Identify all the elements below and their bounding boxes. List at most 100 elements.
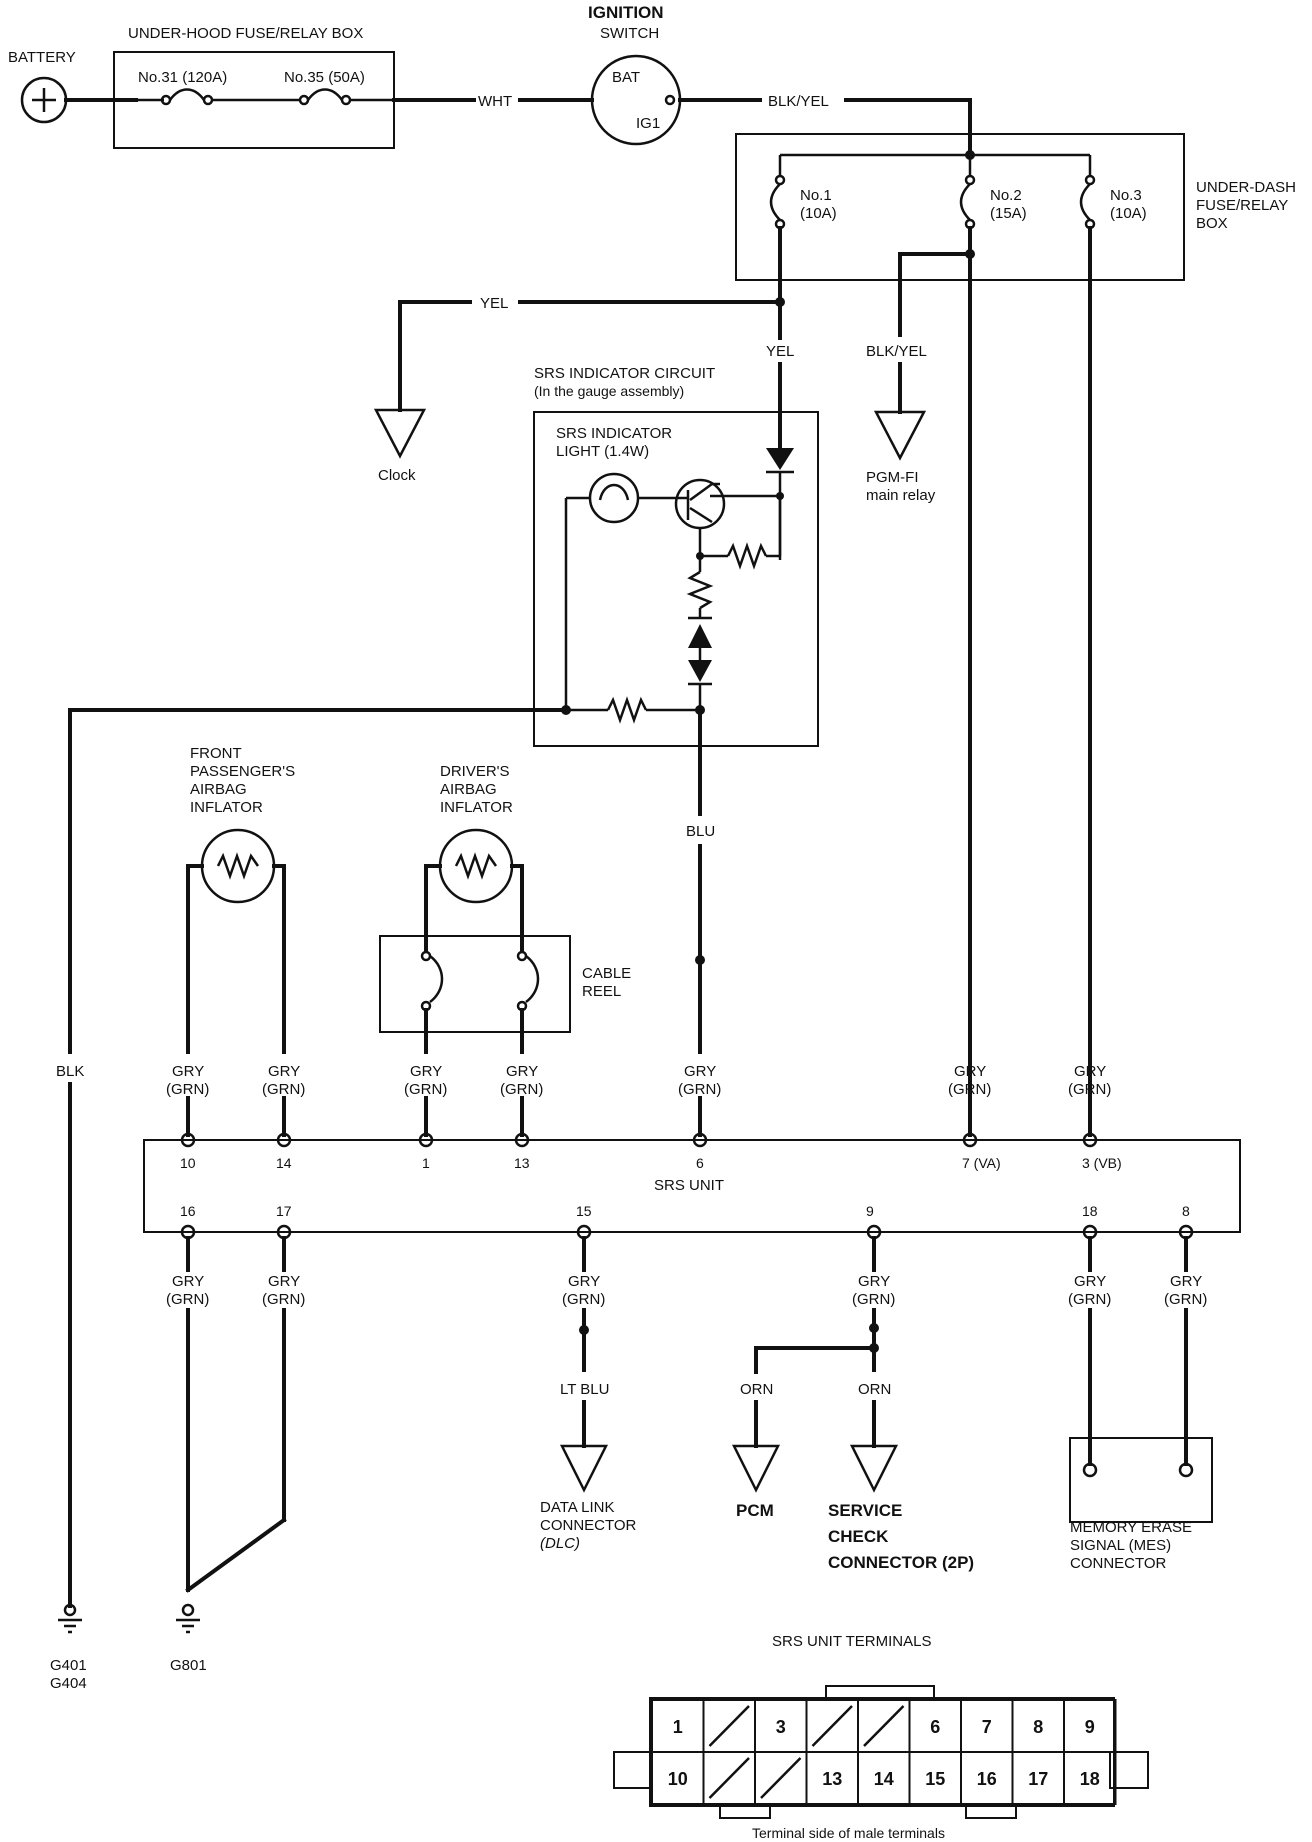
terminal-number: 3 xyxy=(776,1717,786,1737)
resistor-2 xyxy=(686,570,714,610)
terminal-cell xyxy=(1063,1751,1117,1805)
driver-inflator-title-3: INFLATOR xyxy=(440,799,513,816)
indicator-circuit-title-1: SRS INDICATOR CIRCUIT xyxy=(534,365,715,382)
pin-number: 16 xyxy=(180,1203,196,1219)
fuse-no2-rating: (15A) xyxy=(990,205,1027,222)
color-label: GRY xyxy=(172,1273,204,1290)
dlc-terminal-arrow xyxy=(559,1444,609,1493)
clock-terminal-arrow xyxy=(373,408,427,459)
battery-symbol xyxy=(20,76,68,124)
dlc-label-3: (DLC) xyxy=(540,1535,580,1552)
terminal-number: 10 xyxy=(668,1769,688,1789)
color-label: GRY xyxy=(954,1063,986,1080)
mes-label-2: SIGNAL (MES) xyxy=(1070,1537,1171,1554)
under-hood-box-title: UNDER-HOOD FUSE/RELAY BOX xyxy=(128,25,363,42)
unused-terminal-mark xyxy=(811,1705,853,1747)
wire-blk-label: BLK xyxy=(56,1063,84,1080)
pcm-label: PCM xyxy=(736,1501,774,1520)
pgm-fi-label-1: PGM-FI xyxy=(866,469,919,486)
fuse-no1 xyxy=(769,155,786,230)
dlc-label-2: CONNECTOR xyxy=(540,1517,637,1534)
color-label: (GRN) xyxy=(1164,1291,1207,1308)
indicator-light-title-2: LIGHT (1.4W) xyxy=(556,443,649,460)
driver-inflator-title-2: AIRBAG xyxy=(440,781,497,798)
terminal-number: 7 xyxy=(982,1717,992,1737)
wire-lt-blu-label: LT BLU xyxy=(560,1381,609,1398)
ground-g801-label: G801 xyxy=(170,1657,207,1674)
indicator-diode-1 xyxy=(766,448,794,470)
color-label: (GRN) xyxy=(852,1291,895,1308)
terminal-number: 9 xyxy=(1085,1717,1095,1737)
passenger-airbag-inflator xyxy=(200,828,276,904)
fuse-no35 xyxy=(298,88,394,106)
wire-blk-yel-top-label: BLK/YEL xyxy=(768,93,829,110)
color-label: (GRN) xyxy=(166,1291,209,1308)
terminal-number: 1 xyxy=(673,1717,683,1737)
wire-wht-label: WHT xyxy=(478,93,512,110)
indicator-circuit-box xyxy=(533,411,819,747)
clock-label: Clock xyxy=(378,467,416,484)
terminal-number: 18 xyxy=(1080,1769,1100,1789)
terminal-number: 8 xyxy=(1033,1717,1043,1737)
terminal-number: 17 xyxy=(1028,1769,1048,1789)
wire-orn-pcm-label: ORN xyxy=(740,1381,773,1398)
color-label: (GRN) xyxy=(948,1081,991,1098)
color-label: (GRN) xyxy=(262,1081,305,1098)
terminal-number: 13 xyxy=(822,1769,842,1789)
color-label: (GRN) xyxy=(262,1291,305,1308)
unused-terminal-mark xyxy=(708,1705,750,1747)
under-dash-title-2: FUSE/RELAY xyxy=(1196,197,1288,214)
wire-orn-svc-label: ORN xyxy=(858,1381,891,1398)
terminal-number: 16 xyxy=(977,1769,997,1789)
passenger-inflator-title-3: AIRBAG xyxy=(190,781,247,798)
indicator-light-title-1: SRS INDICATOR xyxy=(556,425,672,442)
color-label: GRY xyxy=(1170,1273,1202,1290)
srs-indicator-bulb xyxy=(588,472,640,524)
pin-number: 8 xyxy=(1182,1203,1190,1219)
fuse-no2-name: No.2 xyxy=(990,187,1022,204)
fuse-no31 xyxy=(136,88,300,106)
mes-label-1: MEMORY ERASE xyxy=(1070,1519,1192,1536)
pin-number: 17 xyxy=(276,1203,292,1219)
pgm-fi-label-2: main relay xyxy=(866,487,936,504)
cable-reel-contacts xyxy=(420,950,540,1012)
srs-unit-label: SRS UNIT xyxy=(654,1177,724,1194)
mes-connector-box xyxy=(1069,1437,1213,1523)
passenger-inflator-title-2: PASSENGER'S xyxy=(190,763,295,780)
pin-number: 18 xyxy=(1082,1203,1098,1219)
service-check-terminal-arrow xyxy=(849,1444,899,1493)
color-label: (GRN) xyxy=(678,1081,721,1098)
indicator-transistor xyxy=(674,478,726,530)
dlc-label-1: DATA LINK xyxy=(540,1499,614,1516)
color-label: (GRN) xyxy=(500,1081,543,1098)
color-label: GRY xyxy=(568,1273,600,1290)
color-label: GRY xyxy=(858,1273,890,1290)
passenger-inflator-title-4: INFLATOR xyxy=(190,799,263,816)
color-label: GRY xyxy=(268,1063,300,1080)
battery-label: BATTERY xyxy=(8,49,76,66)
under-dash-title-1: UNDER-DASH xyxy=(1196,179,1296,196)
service-check-label-3: CONNECTOR (2P) xyxy=(828,1553,974,1572)
under-dash-fuse-box xyxy=(735,133,1185,281)
pin-number: 15 xyxy=(576,1203,592,1219)
under-dash-title-3: BOX xyxy=(1196,215,1228,232)
wire-blu-label: BLU xyxy=(686,823,715,840)
indicator-diode-2 xyxy=(688,624,712,648)
wire-blk-yel-pgm-label: BLK/YEL xyxy=(866,343,927,360)
mes-label-3: CONNECTOR xyxy=(1070,1555,1167,1572)
ignition-bat-label: BAT xyxy=(612,69,640,86)
unused-terminal-mark xyxy=(863,1705,905,1747)
color-label: (GRN) xyxy=(404,1081,447,1098)
pin-number: 9 xyxy=(866,1203,874,1219)
pin-number: 14 xyxy=(276,1155,292,1171)
color-label: GRY xyxy=(1074,1273,1106,1290)
wire-yel-horizontal-label: YEL xyxy=(480,295,508,312)
fuse-no1-rating: (10A) xyxy=(800,205,837,222)
color-label: GRY xyxy=(684,1063,716,1080)
ground-g401-label: G401 xyxy=(50,1657,87,1674)
cable-reel-label-2: REEL xyxy=(582,983,621,1000)
pin-number: 13 xyxy=(514,1155,530,1171)
